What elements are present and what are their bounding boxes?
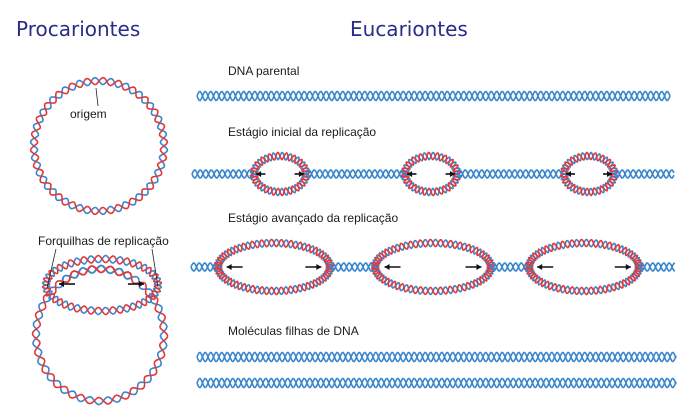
advanced-replication-helix bbox=[190, 238, 676, 296]
early-replication-label: Estágio inicial da replicação bbox=[228, 125, 376, 139]
daughter-dna-helix-2 bbox=[196, 377, 677, 389]
helix-strand bbox=[305, 169, 407, 179]
arrowhead bbox=[226, 264, 232, 270]
helix-strand bbox=[214, 238, 335, 268]
helix-strand bbox=[490, 262, 531, 272]
heading-prokaryotes: Procariontes bbox=[16, 17, 140, 41]
helix-strand bbox=[249, 173, 310, 197]
helix-strand bbox=[456, 169, 566, 179]
origin-pointer bbox=[95, 87, 99, 107]
parental-dna-helix bbox=[196, 90, 671, 102]
helix-strand bbox=[370, 266, 495, 296]
parental-dna-label: DNA parental bbox=[228, 64, 299, 78]
helix-strand bbox=[196, 351, 677, 363]
arrowhead bbox=[607, 171, 612, 177]
helix-strand bbox=[29, 76, 169, 216]
heading-eukaryotes: Eucariontes bbox=[350, 17, 468, 41]
origin-label: origem bbox=[70, 107, 107, 121]
helix-strand bbox=[191, 169, 255, 179]
arrowhead bbox=[566, 171, 571, 177]
prokaryote-replicating-dna bbox=[31, 254, 169, 406]
arrowhead bbox=[407, 171, 413, 177]
helix-strand bbox=[191, 169, 255, 179]
helix-strand bbox=[196, 377, 677, 389]
helix-strand bbox=[400, 173, 461, 197]
helix-strand bbox=[196, 377, 677, 389]
helix-strand bbox=[250, 151, 311, 175]
helix-strand bbox=[559, 173, 618, 197]
forks-label: Forquilhas de replicação bbox=[38, 234, 169, 248]
right-fork-pointer bbox=[151, 248, 159, 288]
arrowhead bbox=[298, 171, 304, 177]
arrowhead bbox=[537, 264, 543, 270]
arrowhead bbox=[384, 264, 390, 270]
helix-strand bbox=[613, 169, 675, 179]
helix-strand bbox=[560, 151, 619, 175]
daughter-dna-helix-1 bbox=[196, 351, 677, 363]
arrowhead bbox=[316, 264, 322, 270]
helix-strand bbox=[638, 262, 676, 272]
helix-strand bbox=[371, 238, 496, 268]
helix-strand bbox=[456, 169, 566, 179]
arrowhead bbox=[256, 171, 262, 177]
daughter-dna-label: Moléculas filhas de DNA bbox=[228, 324, 359, 338]
helix-strand bbox=[196, 90, 671, 102]
helix-strand bbox=[213, 266, 334, 296]
arrowhead bbox=[59, 281, 64, 287]
helix-strand bbox=[525, 238, 644, 268]
helix-strand bbox=[29, 76, 169, 216]
advanced-replication-label: Estágio avançado da replicação bbox=[228, 211, 398, 225]
helix-strand bbox=[613, 169, 675, 179]
helix-strand bbox=[524, 266, 643, 296]
early-replication-helix bbox=[191, 151, 675, 197]
arrowhead bbox=[625, 264, 631, 270]
helix-strand bbox=[196, 351, 677, 363]
helix-strand bbox=[43, 254, 163, 286]
arrowhead bbox=[139, 281, 144, 287]
arrowhead bbox=[449, 171, 455, 177]
helix-strand bbox=[41, 284, 161, 316]
helix-strand bbox=[638, 262, 676, 272]
helix-strand bbox=[490, 262, 531, 272]
helix-strand bbox=[329, 262, 377, 272]
prokaryote-circular-dna bbox=[29, 76, 169, 216]
arrowhead bbox=[476, 264, 482, 270]
helix-strand bbox=[401, 151, 462, 175]
left-fork-pointer bbox=[46, 248, 57, 289]
